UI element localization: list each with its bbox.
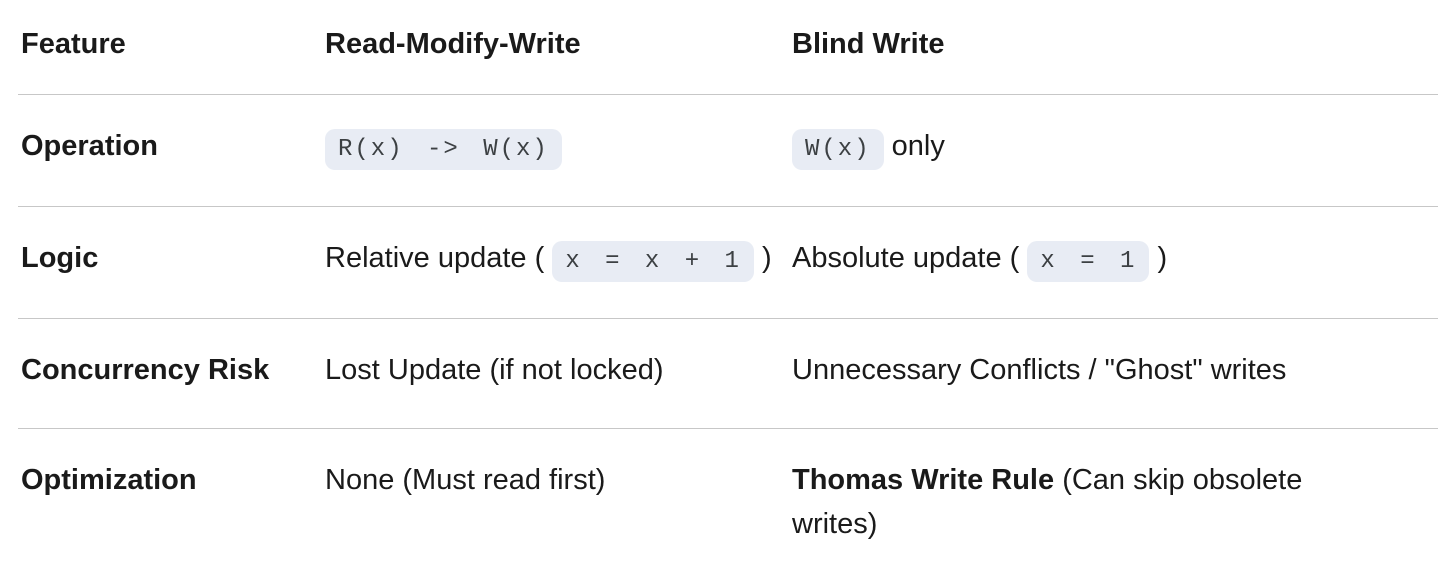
table-row-operation: Operation R(x) -> W(x) W(x) only <box>18 95 1438 207</box>
cell-text: ) <box>762 242 772 274</box>
cell-text: Relative update ( <box>325 242 544 274</box>
cell-operation-rmw: R(x) -> W(x) <box>325 95 792 207</box>
cell-concurrency-blind: Unnecessary Conflicts / "Ghost" writes <box>792 319 1438 429</box>
header-feature: Feature <box>18 0 325 95</box>
header-read-modify-write: Read-Modify-Write <box>325 0 792 95</box>
cell-text: Absolute update ( <box>792 242 1019 274</box>
cell-optimization-rmw: None (Must read first) <box>325 429 792 566</box>
row-label-operation: Operation <box>18 95 325 207</box>
table-row-logic: Logic Relative update ( x = x + 1 ) Abso… <box>18 207 1438 319</box>
header-blind-write: Blind Write <box>792 0 1438 95</box>
header-row: Feature Read-Modify-Write Blind Write <box>18 0 1438 95</box>
table-row-optimization: Optimization None (Must read first) Thom… <box>18 429 1438 566</box>
table-header: Feature Read-Modify-Write Blind Write <box>18 0 1438 95</box>
comparison-table: Feature Read-Modify-Write Blind Write Op… <box>18 0 1438 566</box>
row-label-concurrency-risk: Concurrency Risk <box>18 319 325 429</box>
row-label-logic: Logic <box>18 207 325 319</box>
cell-operation-blind: W(x) only <box>792 95 1438 207</box>
cell-concurrency-rmw: Lost Update (if not locked) <box>325 319 792 429</box>
cell-optimization-blind: Thomas Write Rule (Can skip obsolete wri… <box>792 429 1438 566</box>
code-chip: W(x) <box>792 129 884 170</box>
table-row-concurrency-risk: Concurrency Risk Lost Update (if not loc… <box>18 319 1438 429</box>
cell-text: ) <box>1157 242 1167 274</box>
cell-logic-blind: Absolute update ( x = 1 ) <box>792 207 1438 319</box>
cell-text-bold: Thomas Write Rule <box>792 464 1054 496</box>
code-chip: x = 1 <box>1027 241 1149 282</box>
cell-logic-rmw: Relative update ( x = x + 1 ) <box>325 207 792 319</box>
code-chip: x = x + 1 <box>552 241 754 282</box>
code-chip: R(x) -> W(x) <box>325 129 562 170</box>
cell-text: only <box>892 130 945 162</box>
row-label-optimization: Optimization <box>18 429 325 566</box>
